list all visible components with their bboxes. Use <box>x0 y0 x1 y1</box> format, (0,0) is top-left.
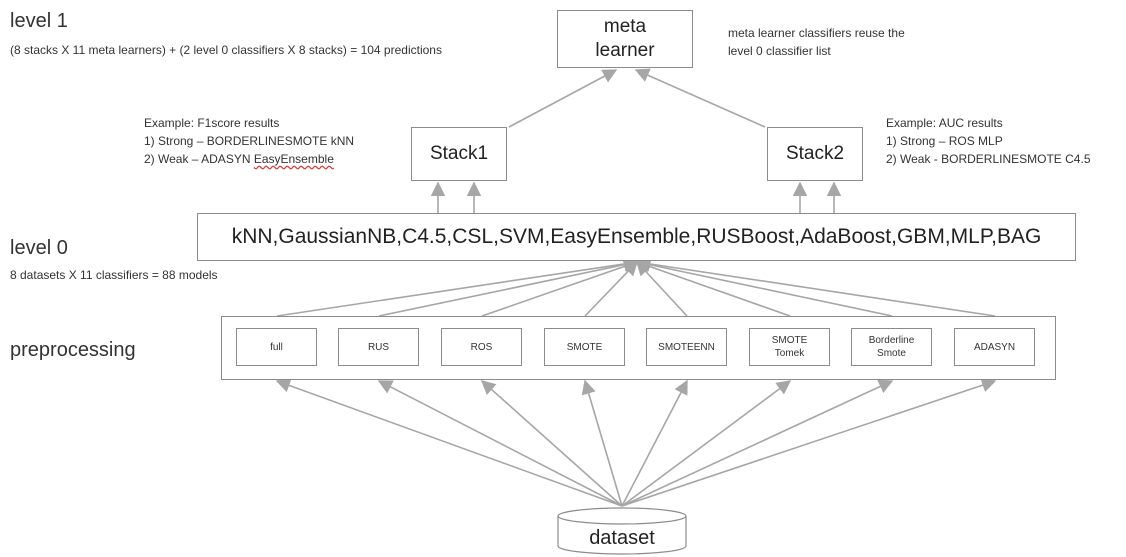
dataset-to-preprocessing-arrow <box>621 379 894 507</box>
dataset-to-preprocessing-arrow <box>480 380 623 507</box>
classifiers-box: kNN,GaussianNB,C4.5,CSL,SVM,EasyEnsemble… <box>197 213 1076 261</box>
stack2-label: Stack2 <box>785 143 845 164</box>
preprocessing-method-box: ADASYN <box>954 328 1035 366</box>
preprocessing-to-classifiers-arrow <box>276 256 639 317</box>
preprocessing-method-label: Borderline <box>868 335 915 346</box>
stack2-box: Stack2 <box>767 127 863 181</box>
preprocessing-method-box: SMOTE Tomek <box>749 328 830 366</box>
preprocessing-heading: preprocessing <box>10 339 136 361</box>
level1-heading: level 1 <box>10 10 68 32</box>
preprocessing-method-label: ADASYN <box>973 341 1016 353</box>
stack1-example-title: Example: F1score results <box>144 116 280 130</box>
stack1-strong: 1) Strong – BORDERLINESMOTE kNN <box>144 134 355 148</box>
preprocessing-to-classifiers-arrow <box>378 257 639 317</box>
meta-learner-line1: meta <box>603 16 647 37</box>
stack2-to-meta-arrow <box>634 68 766 128</box>
classifiers-list: kNN,GaussianNB,C4.5,CSL,SVM,EasyEnsemble… <box>231 225 1042 248</box>
preprocessing-method-box: full <box>236 328 317 366</box>
stack2-example: Example: AUC results 1) Strong – ROS MLP… <box>886 114 1091 168</box>
stack1-weak-prefix: 2) Weak – ADASYN <box>144 152 254 166</box>
stack1-weak: 2) Weak – ADASYN EasyEnsemble <box>144 150 354 168</box>
dataset-to-preprocessing-arrow <box>621 378 997 507</box>
preprocessing-method-box: SMOTEENN <box>646 328 727 366</box>
preprocessing-method-box: ROS <box>441 328 522 366</box>
dataset-to-preprocessing-arrow <box>621 379 688 507</box>
preprocessing-method-box: RUS <box>338 328 419 366</box>
preprocessing-method-box: SMOTE <box>544 328 625 366</box>
stack2-weak: 2) Weak - BORDERLINESMOTE C4.5 <box>886 152 1091 166</box>
stack2-example-title: Example: AUC results <box>886 116 1003 130</box>
preprocessing-to-classifiers-arrow <box>481 259 639 317</box>
dataset-to-preprocessing-arrow <box>377 380 623 507</box>
meta-learner-note: meta learner classifiers reuse the level… <box>728 24 905 60</box>
preprocessing-method-label: full <box>270 341 283 353</box>
preprocessing-method-label: ROS <box>470 341 493 353</box>
level1-formula: (8 stacks X 11 meta learners) + (2 level… <box>10 43 442 57</box>
meta-learner-box: meta learner <box>557 10 693 68</box>
stack2-strong: 1) Strong – ROS MLP <box>886 134 1003 148</box>
preprocessing-method-label: RUS <box>367 341 390 353</box>
dataset-to-preprocessing-arrow <box>621 380 792 507</box>
preprocessing-to-classifiers-arrow <box>635 259 791 317</box>
dataset-to-preprocessing-arrow <box>581 379 623 507</box>
meta-learner-line2: learner <box>595 40 655 61</box>
preprocessing-to-classifiers-arrow <box>584 260 638 317</box>
dataset-cylinder <box>557 507 687 555</box>
preprocessing-method-label: Tomek <box>774 348 805 359</box>
preprocessing-method-label: Smote <box>877 348 906 359</box>
preprocessing-to-classifiers-arrow <box>635 257 893 317</box>
stack1-box: Stack1 <box>411 127 507 181</box>
meta-note-line1: meta learner classifiers reuse the <box>728 26 905 40</box>
dataset-to-preprocessing-arrow <box>275 378 623 507</box>
stack1-example: Example: F1score results 1) Strong – BOR… <box>144 114 354 168</box>
meta-note-line2: level 0 classifier list <box>728 44 831 58</box>
preprocessing-method-label: SMOTE <box>566 341 603 353</box>
level0-formula: 8 datasets X 11 classifiers = 88 models <box>10 268 218 282</box>
dataset-label: dataset <box>589 527 655 549</box>
level0-heading: level 0 <box>10 237 68 259</box>
preprocessing-method-label: SMOTE <box>771 335 808 346</box>
stack1-weak-suffix: EasyEnsemble <box>253 152 334 166</box>
stack1-label: Stack1 <box>429 143 489 164</box>
preprocessing-to-classifiers-arrow <box>635 256 996 317</box>
stack1-to-meta-arrow <box>508 69 618 128</box>
preprocessing-method-label: SMOTEENN <box>658 341 715 353</box>
